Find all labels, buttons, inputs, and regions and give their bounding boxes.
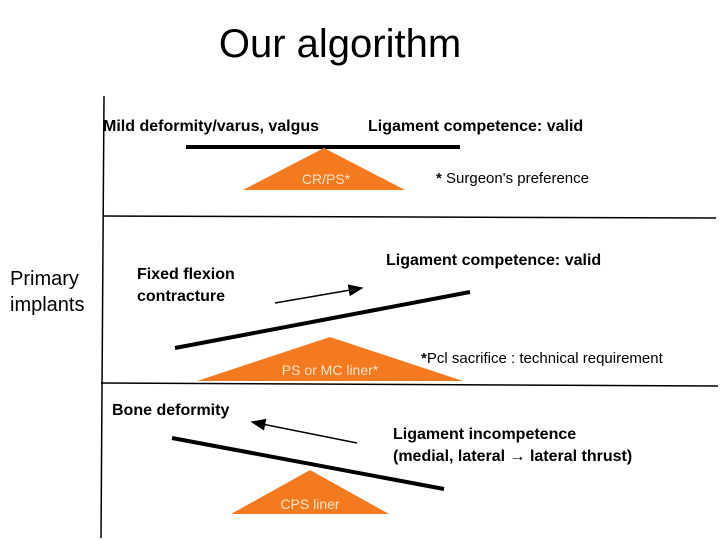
side-label-line-2: implants bbox=[10, 294, 85, 316]
direction-arrow-2 bbox=[274, 284, 364, 304]
section1-note: * Surgeon's preference bbox=[436, 170, 589, 187]
tilted-beam-3 bbox=[171, 436, 445, 491]
section3-right-line-1: Ligament incompetence bbox=[393, 426, 577, 443]
fulcrum-triangle-2 bbox=[197, 337, 463, 381]
implant-label-2: PS or MC liner* bbox=[281, 362, 379, 378]
side-label: Primary implants bbox=[10, 266, 84, 318]
section3-left-text: Bone deformity bbox=[112, 402, 230, 419]
direction-arrow-3 bbox=[250, 418, 358, 444]
fulcrum-triangle-1 bbox=[243, 148, 405, 190]
section2-note-asterisk: * bbox=[421, 350, 427, 367]
section-divider-1 bbox=[103, 215, 717, 219]
section3-right-text: Ligament incompetence (medial, lateral →… bbox=[393, 424, 632, 468]
section1-left-text: Mild deformity/varus, valgus bbox=[103, 118, 320, 135]
section2-right-text: Ligament competence: valid bbox=[386, 252, 602, 269]
section3-right-line-2: (medial, lateral → lateral thrust) bbox=[393, 448, 633, 465]
section2-note: *Pcl sacrifice : technical requirement bbox=[421, 350, 663, 367]
page-title: Our algorithm bbox=[218, 22, 462, 66]
section2-left-line-2: contracture bbox=[137, 288, 226, 305]
section1-note-asterisk: * bbox=[436, 170, 442, 187]
side-label-line-1: Primary bbox=[10, 268, 79, 290]
implant-label-3: CPS liner bbox=[280, 496, 340, 512]
tilted-beam-2 bbox=[174, 290, 471, 350]
section2-left-line-1: Fixed flexion bbox=[137, 266, 235, 283]
section-divider-2 bbox=[100, 382, 719, 387]
section2-note-text: Pcl sacrifice : technical requirement bbox=[426, 350, 663, 367]
section1-note-text: Surgeon's preference bbox=[441, 170, 589, 187]
section1-right-text: Ligament competence: valid bbox=[368, 118, 584, 135]
vertical-axis-line bbox=[100, 95, 105, 539]
fulcrum-triangle-3 bbox=[231, 470, 389, 514]
section2-left-text: Fixed flexion contracture bbox=[137, 264, 235, 308]
implant-label-1: CR/PS* bbox=[301, 171, 351, 187]
